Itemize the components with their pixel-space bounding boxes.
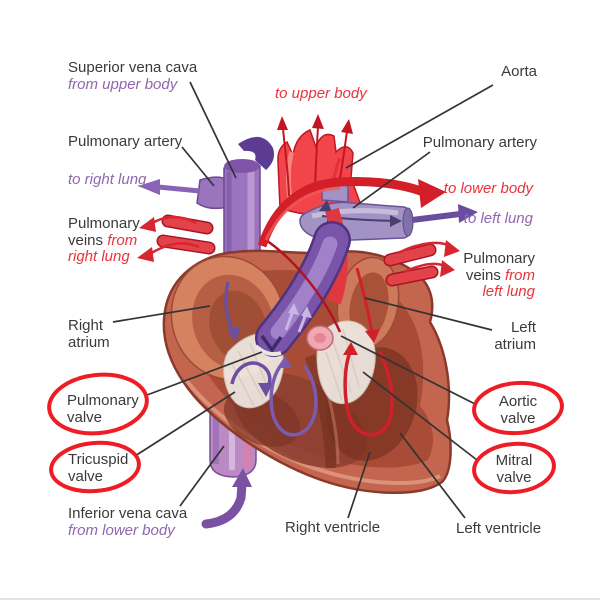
tricuspid-valve-line1: Tricuspid — [68, 451, 129, 468]
superior-vena-cava-vessel — [223, 136, 275, 269]
aortic-valve-line1: Aortic — [498, 393, 538, 410]
pulmonary-veins-right-lung — [137, 214, 216, 262]
pulmonary-trunk-vessel — [254, 221, 351, 357]
blood-flow-arrows — [224, 267, 394, 437]
highlight-ellipse-mitral-valve — [472, 441, 556, 495]
valve-highlights — [47, 372, 564, 495]
label-to-left-lung: to left lung — [463, 210, 533, 227]
left-pulmonary-artery-branch — [138, 176, 235, 210]
leader-mitral-valve — [362, 371, 478, 461]
pv-right-line2-red: from — [107, 231, 138, 249]
mitral-valve-line1: Mitral — [495, 452, 533, 469]
pv-left-line2-black: veins — [465, 266, 505, 284]
leader-aorta — [345, 84, 494, 169]
label-to-lower-body: to lower body — [443, 180, 533, 197]
label-pulmonary-artery-right: Pulmonary artery — [422, 134, 537, 151]
label-tricuspid-valve: Tricuspid valve — [68, 451, 129, 485]
pulmonary-valve-line2: valve — [67, 408, 103, 426]
pulmonary-valve-line1: Pulmonary — [67, 392, 139, 409]
pv-right-line2: veins from — [68, 231, 140, 250]
aortic-valve-structure — [306, 325, 334, 351]
pv-left-line1: Pulmonary — [463, 250, 535, 267]
pv-left-line3: left lung — [482, 283, 535, 300]
left-atrium-line1: Left — [510, 319, 536, 336]
label-left-ventricle: Left ventricle — [456, 520, 542, 537]
pv-right-line1: Pulmonary — [68, 215, 140, 232]
pv-right-line2-black: veins — [68, 231, 108, 249]
label-superior-vena-cava-sub: from upper body — [68, 75, 178, 93]
label-to-right-lung: to right lung — [68, 171, 147, 188]
label-pulmonary-veins-left: Pulmonary veins from left lung — [463, 250, 535, 301]
right-atrium-line2: atrium — [68, 333, 110, 351]
label-inferior-vena-cava: Inferior vena cava from lower body — [68, 505, 188, 539]
label-mitral-valve: Mitral valve — [478, 452, 550, 486]
image-bottom-edge-artifact — [0, 598, 600, 600]
label-pulmonary-veins-right: Pulmonary veins from right lung — [68, 215, 140, 266]
highlight-ellipse-tricuspid-valve — [49, 440, 141, 494]
label-right-ventricle: Right ventricle — [285, 519, 381, 536]
pulmonary-veins-left-lung — [383, 240, 460, 287]
leader-tricuspid-valve — [134, 391, 236, 457]
label-aortic-valve: Aortic valve — [480, 393, 556, 427]
label-superior-vena-cava-title: Superior vena cava — [68, 59, 198, 76]
highlight-ellipse-aortic-valve — [472, 380, 564, 436]
leader-inferior-vena-cava — [179, 445, 225, 507]
leader-left-ventricle — [399, 432, 466, 519]
label-to-upper-body: to upper body — [275, 85, 367, 102]
leader-aortic-valve — [340, 335, 476, 405]
highlight-ellipse-pulmonary-valve — [47, 372, 149, 436]
aorta-vessel — [277, 114, 363, 216]
pv-left-line2-red: from — [505, 266, 535, 284]
label-pulmonary-artery-left: Pulmonary artery — [68, 133, 183, 150]
leader-right-ventricle — [347, 451, 371, 519]
inferior-vena-cava-title: Inferior vena cava — [68, 505, 188, 522]
inferior-vena-cava-sub: from lower body — [68, 521, 175, 539]
label-aorta: Aorta — [501, 63, 537, 80]
leader-lines — [112, 81, 494, 519]
label-right-atrium: Right atrium — [68, 317, 110, 351]
pv-left-line2: veins from — [463, 266, 535, 285]
leader-superior-vena-cava — [189, 81, 237, 179]
svc-inflow-arrow — [238, 136, 275, 170]
pv-right-line3: right lung — [68, 248, 130, 265]
aortic-arch-arrow — [257, 177, 446, 333]
tricuspid-valve-line2: valve — [68, 467, 104, 485]
label-pulmonary-valve: Pulmonary valve — [67, 392, 139, 426]
label-superior-vena-cava: Superior vena cava from upper body — [68, 59, 198, 93]
leader-left-atrium — [364, 297, 493, 331]
label-left-atrium: Left atrium — [494, 319, 536, 353]
leader-pulmonary-artery-left — [181, 146, 215, 187]
mitral-valve-line2: valve — [496, 468, 532, 486]
ivc-inflow-arrow — [201, 468, 252, 529]
leader-pulmonary-valve — [146, 351, 263, 396]
aortic-valve-line2: valve — [500, 409, 536, 427]
leader-pulmonary-artery-right — [352, 151, 431, 209]
left-atrium-line2: atrium — [494, 335, 536, 353]
leader-right-atrium — [112, 305, 211, 323]
right-atrium-line1: Right — [68, 317, 104, 334]
